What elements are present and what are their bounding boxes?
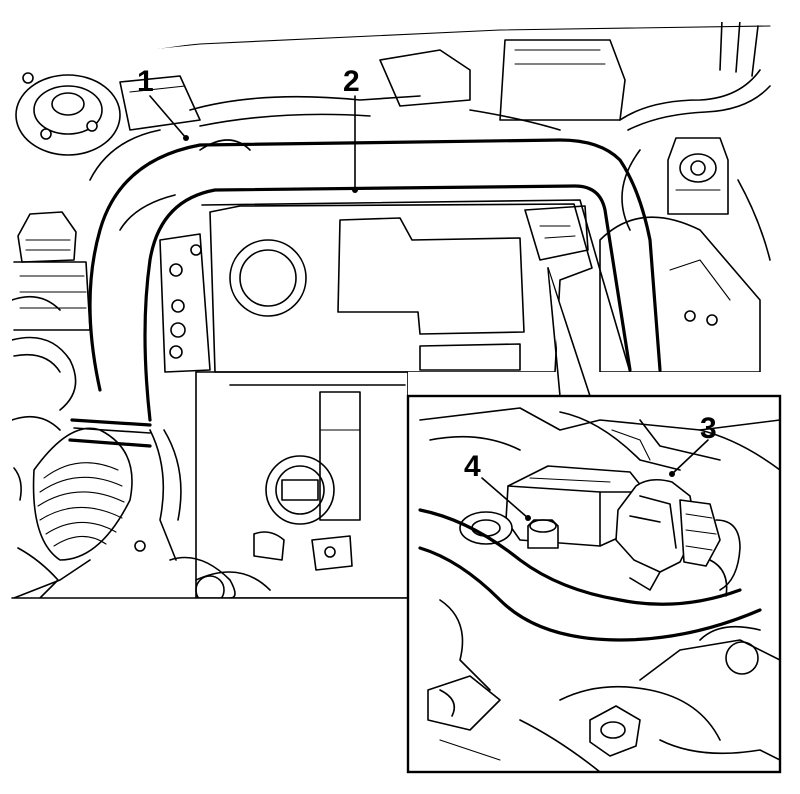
electrical-connector: [615, 478, 741, 597]
callout-4: 4: [464, 450, 481, 483]
engine-bay-main-view: [12, 22, 771, 598]
callout-2: 2: [343, 65, 360, 98]
cover-bolts: [159, 233, 211, 373]
callout-1: 1: [137, 65, 154, 98]
inset-air-hose: [418, 508, 762, 642]
engine-block-lower: [195, 371, 409, 598]
inset-detail-view: [418, 407, 780, 772]
strut-tower-left: [15, 72, 121, 156]
callout-3: 3: [700, 412, 717, 445]
coolant-reservoir-cap: [13, 211, 91, 331]
callout-leaders: [149, 95, 709, 521]
inset-pointer: [547, 267, 591, 397]
corrugated-air-hose: [17, 418, 152, 598]
brake-fluid-reservoir: [667, 137, 729, 215]
engine-cover: [201, 199, 631, 373]
air-intake-hose: [88, 138, 662, 422]
inset-frame: [406, 394, 782, 774]
